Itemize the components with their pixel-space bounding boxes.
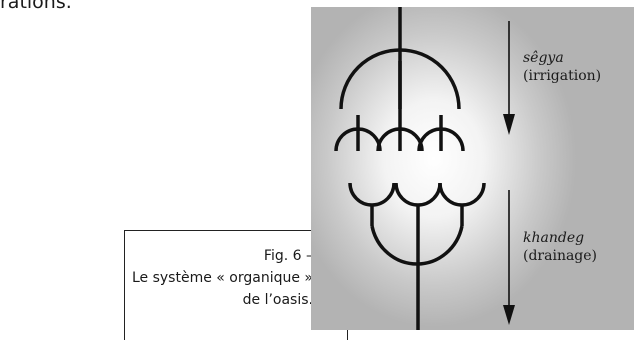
caption-line-3: de l’oasis.	[132, 289, 313, 311]
drainage-collector-left	[350, 183, 394, 205]
irrigation-term: sêgya	[523, 49, 601, 67]
body-text-fragment: rations.	[0, 0, 72, 13]
irrigation-gloss: (irrigation)	[523, 67, 601, 85]
irrigation-flow-arrow-head	[503, 114, 515, 135]
caption-line-1: Fig. 6 –	[132, 245, 313, 267]
figure-caption: Fig. 6 – Le système « organique » de l’o…	[132, 245, 313, 311]
drainage-collector-right	[440, 183, 484, 205]
oasis-system-figure: sêgya (irrigation) khandeg (drainage)	[311, 7, 634, 330]
caption-line-2: Le système « organique »	[132, 267, 313, 289]
irrigation-label: sêgya (irrigation)	[523, 49, 601, 85]
drainage-term: khandeg	[523, 229, 597, 247]
drainage-collector-center	[396, 183, 440, 205]
drainage-gloss: (drainage)	[523, 247, 597, 265]
drainage-flow-arrow-head	[503, 305, 515, 325]
drainage-label: khandeg (drainage)	[523, 229, 597, 265]
